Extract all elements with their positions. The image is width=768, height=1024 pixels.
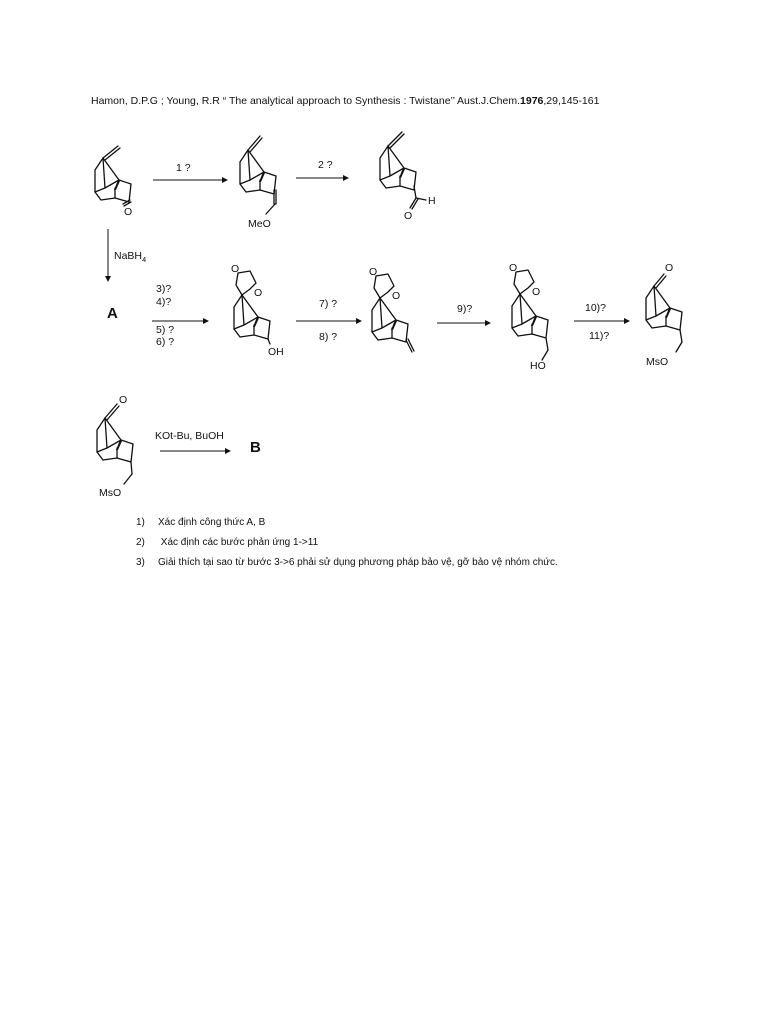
atom-oxygen: O: [369, 266, 377, 278]
compound-2: MeO: [239, 135, 277, 230]
citation-year: 1976: [520, 95, 544, 107]
label-step-1: 1 ?: [176, 162, 191, 174]
atom-oxygen: O: [404, 210, 412, 222]
atom-mesylate: MsO: [99, 487, 121, 499]
label-step-10: 10)?: [585, 302, 606, 314]
question-text: Giải thích tại sao từ bước 3->6 phải sử …: [158, 557, 558, 568]
citation-authors: Hamon, D.P.G ; Young, R.R: [91, 95, 220, 107]
label-compound-A: A: [107, 305, 118, 322]
label-compound-B: B: [250, 439, 261, 456]
compound-3: H O: [379, 131, 436, 222]
citation-pages: ,29,145-161: [543, 95, 600, 107]
label-step-8: 8) ?: [319, 331, 337, 343]
atom-methoxy: MeO: [248, 218, 271, 230]
citation: Hamon, D.P.G ; Young, R.R “ The analytic…: [91, 95, 599, 107]
label-step-7: 7) ?: [319, 298, 337, 310]
atom-oxygen: O: [532, 286, 540, 298]
label-final-reagent: KOt-Bu, BuOH: [155, 430, 224, 442]
label-step-11: 11)?: [589, 330, 609, 342]
label-nabh4: NaBH4: [114, 250, 146, 264]
citation-title: “ The analytical approach to Synthesis :…: [222, 95, 455, 107]
atom-oxygen: O: [509, 262, 517, 274]
question-text: Xác định các bước phản ứng 1->11: [158, 537, 319, 548]
compound-5: O O: [369, 266, 415, 353]
atom-oxygen: O: [231, 263, 239, 275]
citation-journal: Aust.J.Chem.: [456, 95, 521, 107]
atom-oxygen: O: [124, 206, 132, 218]
label-step-6: 6) ?: [156, 336, 174, 348]
atom-oxygen: O: [665, 262, 673, 274]
label-step-9: 9)?: [457, 303, 472, 315]
label-step-4: 4)?: [156, 296, 171, 308]
atom-oxygen: O: [119, 394, 127, 406]
compound-6: O O HO: [509, 262, 549, 372]
atom-hydroxyl: OH: [268, 346, 284, 358]
compound-8: O MsO: [96, 394, 134, 499]
label-step-2: 2 ?: [318, 159, 333, 171]
question-list: 1)Xác định công thức A, B 2) Xác định cá…: [136, 516, 558, 576]
compound-1: O: [94, 145, 132, 218]
label-step-5: 5) ?: [156, 324, 174, 336]
label-step-3: 3)?: [156, 283, 171, 295]
atom-hydroxyl-left: HO: [530, 360, 546, 372]
question-text: Xác định công thức A, B: [158, 517, 266, 528]
compound-7: O MsO: [645, 262, 683, 368]
atom-hydrogen: H: [428, 195, 436, 207]
question-item: 1)Xác định công thức A, B: [136, 517, 266, 528]
atom-mesylate: MsO: [646, 356, 668, 368]
atom-oxygen: O: [392, 290, 400, 302]
question-item: 3)Giải thích tại sao từ bước 3->6 phải s…: [136, 557, 558, 568]
atom-oxygen: O: [254, 287, 262, 299]
compound-4: O O OH: [231, 263, 284, 358]
question-item: 2) Xác định các bước phản ứng 1->11: [136, 537, 319, 548]
